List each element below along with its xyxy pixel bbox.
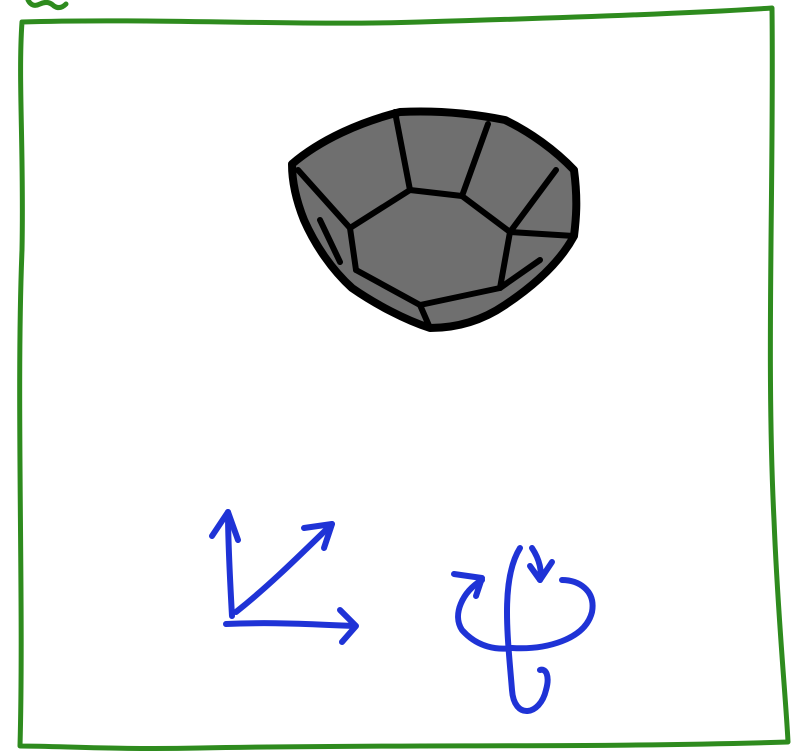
rotation-left-arc xyxy=(458,580,512,649)
rotate-axes-icon[interactable] xyxy=(454,548,593,711)
bowl-silhouette xyxy=(292,111,576,328)
translate-axes-icon[interactable] xyxy=(212,512,356,642)
faceted-bowl-object[interactable] xyxy=(292,111,576,328)
y-axis-arrowhead xyxy=(212,512,238,540)
frame-corner-mark xyxy=(28,0,66,8)
facet-edge xyxy=(510,232,574,236)
x-axis-arrow xyxy=(226,623,354,626)
z-axis-arrow xyxy=(236,524,332,612)
rotation-right-arc xyxy=(512,580,593,648)
